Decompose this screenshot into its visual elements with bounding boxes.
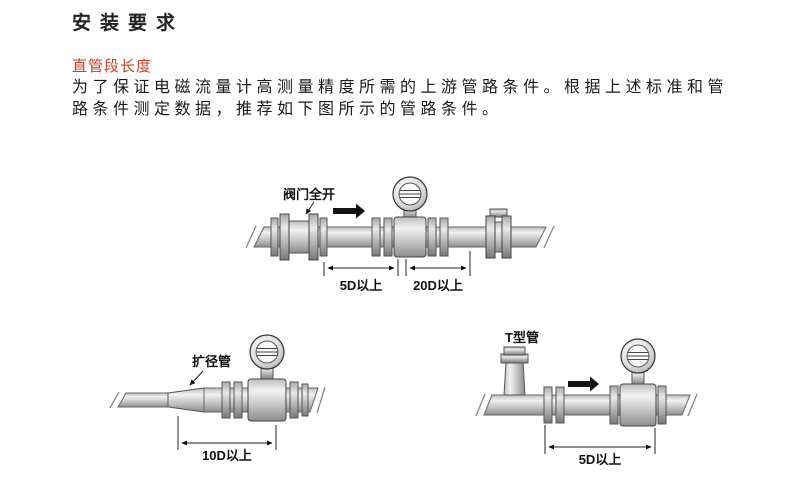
dimension: 10D以上 <box>177 416 277 463</box>
pipe-break-left <box>109 391 120 409</box>
expander-cone <box>167 387 205 413</box>
pipe-break-right <box>543 225 555 249</box>
dimension-upstream: 5D以上 <box>323 259 399 293</box>
flange <box>308 213 319 261</box>
flange <box>233 381 243 419</box>
electromagnetic-flowmeter <box>371 176 449 258</box>
valve <box>270 213 328 261</box>
dimension-label: 5D以上 <box>340 278 383 293</box>
electromagnetic-flowmeter <box>609 338 667 427</box>
flange <box>439 217 449 257</box>
dimension-downstream: 20D以上 <box>405 251 471 293</box>
flange <box>289 381 299 419</box>
flange-pair <box>221 381 243 419</box>
flange <box>301 383 309 417</box>
flange-pair <box>543 386 565 424</box>
diagram-valve-full-open: 阀门全开 <box>245 176 555 293</box>
pipe-break-left <box>245 225 257 249</box>
flange <box>279 213 290 261</box>
flange <box>543 386 553 424</box>
flange <box>319 217 328 257</box>
flow-direction-arrow <box>333 203 365 219</box>
diagram-tee: T型管 5D以上 <box>475 330 698 467</box>
page-title: 安装要求 <box>72 13 185 34</box>
branch-pipe <box>503 361 526 396</box>
tee-branch <box>500 346 529 396</box>
body-paragraph: 为了保证电磁流量计高测量精度所需的上游管路条件。根据上述标准和管路条件测定数据，… <box>72 79 729 118</box>
flange <box>427 217 437 257</box>
pipe-small <box>117 392 169 408</box>
dimension-label: 20D以上 <box>413 278 463 293</box>
valve-stem-cap <box>489 208 508 218</box>
pipe-break-left <box>475 393 486 417</box>
tee-label: T型管 <box>505 330 539 345</box>
dimension-label: 5D以上 <box>579 452 622 467</box>
meter-body <box>619 383 657 427</box>
dimension-label: 10D以上 <box>202 448 252 463</box>
electromagnetic-flowmeter <box>247 334 309 422</box>
label-leader-line <box>189 370 204 386</box>
flange <box>485 215 496 259</box>
flange <box>221 381 231 419</box>
flange <box>555 386 565 424</box>
valve-body <box>494 221 503 253</box>
meter-body <box>393 216 427 258</box>
downstream-valve <box>485 208 512 259</box>
flow-direction-arrow <box>568 376 599 392</box>
valve-body <box>288 220 310 254</box>
flange <box>383 217 393 257</box>
valve-label: 阀门全开 <box>283 187 335 202</box>
flange <box>503 346 526 356</box>
flange <box>657 385 667 425</box>
flange <box>501 215 512 259</box>
pipe-break-right <box>316 386 326 414</box>
flange <box>371 217 381 257</box>
dimension: 5D以上 <box>544 425 656 467</box>
meter-body <box>247 378 287 422</box>
flange <box>270 217 279 257</box>
section-heading: 直管段长度 <box>72 58 153 75</box>
pipe-break-right <box>687 393 698 417</box>
flange <box>609 385 619 425</box>
label-leader-line <box>305 201 315 215</box>
expander-label: 扩径管 <box>192 354 231 369</box>
diagram-expander: 扩径管 10D以上 <box>109 334 326 463</box>
